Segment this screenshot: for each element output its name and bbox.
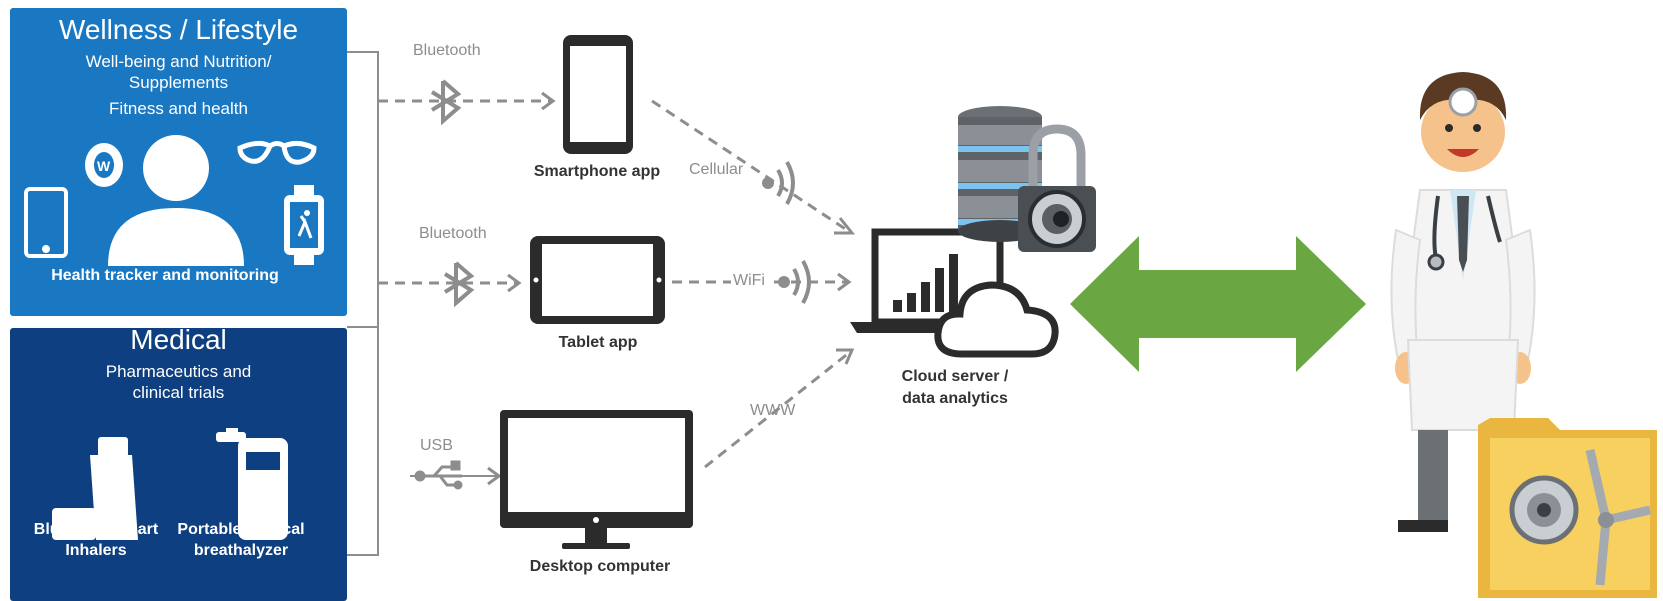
www-label: WWW [750, 402, 796, 419]
desktop-label: Desktop computer [529, 558, 671, 575]
wellness-subtitle-1: Well-being and Nutrition/ [85, 52, 272, 71]
glasses-icon [237, 140, 317, 165]
smartwatch-icon [284, 185, 324, 265]
svg-text:W: W [97, 158, 111, 174]
desktop-monitor-icon [500, 410, 693, 549]
wellness-title: Wellness / Lifestyle [58, 14, 299, 45]
bluetooth-top-label: Bluetooth [413, 42, 481, 59]
arrowheads [487, 91, 856, 486]
wifi-signal-icon [778, 260, 811, 304]
doctor-icon [1390, 72, 1536, 532]
medical-subtitle-1: Pharmaceutics and [105, 362, 252, 381]
smartphone-icon [563, 35, 633, 154]
inhaler-label-2: Inhalers [65, 542, 127, 559]
bluetooth-icon [443, 261, 475, 308]
cellular-signal-icon [762, 161, 795, 205]
tablet-icon [24, 187, 68, 258]
user-icon [108, 135, 244, 266]
bidirectional-arrow-icon [1070, 236, 1366, 372]
cloud-icon [934, 281, 1059, 358]
cloud-label-2: data analytics [902, 390, 1008, 407]
medical-subtitle-2: clinical trials [132, 383, 225, 402]
cellular-label: Cellular [689, 161, 744, 178]
usb-label: USB [420, 437, 453, 454]
tablet-device-icon [530, 236, 665, 324]
usb-icon [414, 460, 463, 490]
cloud-label-1: Cloud server / [901, 368, 1009, 385]
medical-title: Medical [130, 324, 227, 355]
tablet-label: Tablet app [558, 334, 638, 351]
locked-folder-icon [1478, 418, 1657, 598]
fitness-band-icon: W [85, 143, 123, 187]
breathalyzer-icon [216, 428, 288, 540]
padlock-icon [1018, 124, 1096, 252]
wifi-label: WiFi [731, 272, 767, 290]
wellness-footer: Health tracker and monitoring [51, 267, 279, 284]
smartphone-label: Smartphone app [533, 163, 661, 180]
bluetooth-icon [430, 79, 462, 126]
bluetooth-mid-label: Bluetooth [419, 225, 487, 242]
wellness-subtitle-2: Supplements [128, 73, 229, 92]
inhaler-icon [52, 437, 138, 540]
breathalyzer-label-2: breathalyzer [193, 542, 289, 559]
wellness-subtitle-3: Fitness and health [109, 99, 248, 118]
